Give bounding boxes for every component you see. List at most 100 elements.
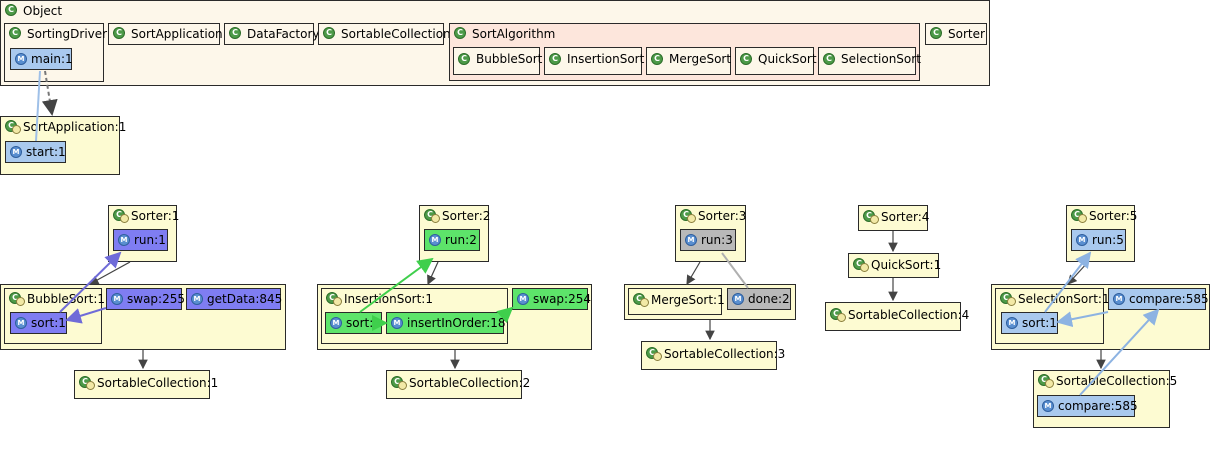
object-icon <box>646 347 664 361</box>
swap-254-method[interactable]: swap:254 <box>512 288 591 310</box>
class-icon <box>823 53 835 65</box>
sortable-collection-4-label: SortableCollection:4 <box>848 308 970 322</box>
getdata-method[interactable]: getData:845 <box>186 288 282 310</box>
edge-selection-sort-run <box>1044 251 1092 313</box>
quick-sort-instance[interactable]: QuickSort:1 <box>848 253 941 278</box>
method-icon <box>1006 317 1018 329</box>
method-icon <box>732 293 744 305</box>
quick-sort-class[interactable]: QuickSort <box>735 47 817 75</box>
sort-application-class[interactable]: SortApplication <box>108 23 223 45</box>
method-icon <box>15 53 27 65</box>
insertion-sort-class[interactable]: InsertionSort <box>544 47 644 75</box>
insert-in-order-method[interactable]: insertInOrder:18 <box>386 312 506 334</box>
data-factory-class[interactable]: DataFactory <box>224 23 320 45</box>
method-icon <box>517 293 529 305</box>
sort-application-instance-label: SortApplication:1 <box>23 120 127 134</box>
sortable-collection-2-label: SortableCollection:2 <box>409 376 531 390</box>
class-icon <box>454 27 466 39</box>
data-factory-label: DataFactory <box>247 27 320 41</box>
object-icon <box>79 376 97 390</box>
method-icon <box>191 293 203 305</box>
sortable-collection-3[interactable]: SortableCollection:3 <box>641 341 785 370</box>
object-icon <box>863 210 881 224</box>
merge-sort-label: MergeSort <box>669 52 732 66</box>
method-icon <box>111 293 123 305</box>
merge-sort-instance-label: MergeSort:1 <box>651 293 725 307</box>
run-2-label: run:2 <box>445 233 477 247</box>
edge-sorter3-merge <box>686 261 701 286</box>
object-icon <box>853 258 871 272</box>
bubble-sort-label: BubbleSort <box>476 52 543 66</box>
edge-run3-done <box>721 252 749 289</box>
run-5-method[interactable]: run:5 <box>1071 229 1126 251</box>
merge-sort-class[interactable]: MergeSort <box>646 47 731 75</box>
sortable-collection-2[interactable]: SortableCollection:2 <box>386 370 530 399</box>
sorter-1-label: Sorter:1 <box>131 209 180 223</box>
selection-sort-instance-label: SelectionSort:1 <box>1018 292 1110 306</box>
selection-sort-class[interactable]: SelectionSort <box>818 47 921 75</box>
object-icon <box>424 209 442 223</box>
sortable-collection-4[interactable]: SortableCollection:4 <box>825 302 969 331</box>
object-icon <box>1071 209 1089 223</box>
method-icon <box>10 146 22 158</box>
sorter-4-label: Sorter:4 <box>881 210 930 224</box>
selection-sort-label: SelectionSort <box>841 52 921 66</box>
method-icon <box>330 317 342 329</box>
sorter-4[interactable]: Sorter:4 <box>858 205 930 231</box>
merge-sort-instance[interactable]: MergeSort:1 <box>628 288 725 315</box>
selection-sort-method-label: sort:1 <box>1022 316 1057 330</box>
method-icon <box>685 234 697 246</box>
method-icon <box>391 317 403 329</box>
edge-insertion-sort-run <box>359 257 434 313</box>
sorter-2-label: Sorter:2 <box>442 209 491 223</box>
edge-sorter2-insertion <box>427 261 439 286</box>
class-icon <box>5 4 17 16</box>
object-icon <box>1038 374 1056 388</box>
edge-collection-compare <box>1079 308 1160 396</box>
run-5-label: run:5 <box>1092 233 1124 247</box>
bubble-sort-class[interactable]: BubbleSort <box>453 47 543 75</box>
quick-sort-label: QuickSort <box>758 52 817 66</box>
run-2-method[interactable]: run:2 <box>424 229 480 251</box>
bubble-sort-instance-label: BubbleSort:1 <box>27 292 106 306</box>
object-icon <box>326 292 344 306</box>
object-label: Object <box>23 4 63 18</box>
method-icon <box>118 234 130 246</box>
main-method[interactable]: main:1 <box>10 48 73 70</box>
class-icon <box>549 53 561 65</box>
object-icon <box>680 209 698 223</box>
sorter-class[interactable]: Sorter <box>925 23 987 45</box>
swap-255-method[interactable]: swap:255 <box>106 288 185 310</box>
method-icon <box>429 234 441 246</box>
method-icon <box>1113 293 1125 305</box>
start-method[interactable]: start:1 <box>5 141 66 163</box>
object-icon <box>9 292 27 306</box>
run-1-label: run:1 <box>134 233 166 247</box>
object-icon <box>633 293 651 307</box>
edge-insert-swap <box>496 306 514 324</box>
method-icon <box>1076 234 1088 246</box>
swap-255-label: swap:255 <box>127 292 185 306</box>
class-icon <box>113 27 125 39</box>
class-icon <box>740 53 752 65</box>
sort-application-label: SortApplication <box>131 27 223 41</box>
done-method[interactable]: done:2 <box>727 288 791 310</box>
sorting-driver-label: SortingDriver <box>27 27 108 41</box>
run-3-method[interactable]: run:3 <box>680 229 736 251</box>
insert-in-order-label: insertInOrder:18 <box>407 316 506 330</box>
edge-compare-sort <box>1056 311 1109 328</box>
sorter-5-label: Sorter:5 <box>1089 209 1138 223</box>
bubble-sort-method[interactable]: sort:1 <box>10 312 67 334</box>
compare-585-method[interactable]: compare:585 <box>1108 288 1209 310</box>
edge-main-dashed <box>41 70 58 116</box>
sortable-collection-class[interactable]: SortableCollection <box>318 23 451 45</box>
run-1-method[interactable]: run:1 <box>113 229 168 251</box>
sortable-collection-1[interactable]: SortableCollection:1 <box>74 370 218 399</box>
sortable-collection-label: SortableCollection <box>341 27 451 41</box>
object-icon <box>830 308 848 322</box>
collection-compare-method[interactable]: compare:585 <box>1037 395 1138 417</box>
class-icon <box>651 53 663 65</box>
collection-compare-label: compare:585 <box>1058 399 1138 413</box>
object-icon <box>391 376 409 390</box>
